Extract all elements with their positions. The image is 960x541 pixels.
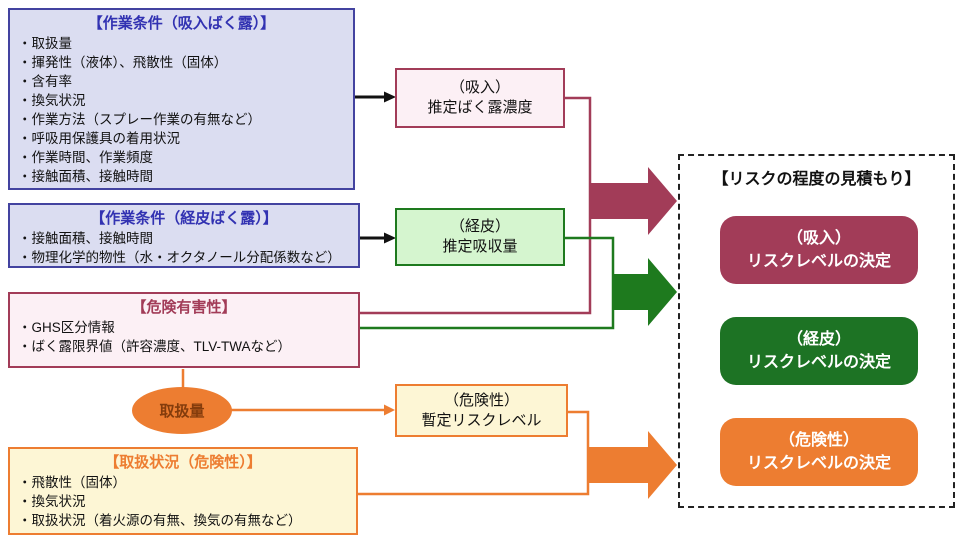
list-item: ・作業時間、作業頻度 <box>18 150 153 165</box>
result-line2: リスクレベルの決定 <box>746 455 891 472</box>
result-line1: （危険性） <box>778 432 859 449</box>
box-estimated-exposure-concentration: （吸入） 推定ばく露濃度 <box>395 68 565 128</box>
box-dermal-work-conditions: 【作業条件（経皮ばく露）】 ・接触面積、接触時間 ・物理化学的物性（水・オクタノ… <box>8 203 360 268</box>
result-line1: （吸入） <box>786 230 851 247</box>
result-inhalation-risk-level: （吸入） リスクレベルの決定 <box>720 216 918 284</box>
list-item: ・飛散性（固体） <box>18 475 126 490</box>
arrow-dermal-conditions-to-estimate <box>356 232 396 244</box>
list-item: ・呼吸用保護具の着用状況 <box>18 131 180 146</box>
result-dermal-risk-level: （経皮） リスクレベルの決定 <box>720 317 918 385</box>
list-item: ・揮発性（液体）、飛散性（固体） <box>18 55 228 70</box>
list-item: ・換気状況 <box>18 93 86 108</box>
proc-line2: 暫定リスクレベル <box>421 411 542 429</box>
block-arrow-danger-result <box>588 431 677 499</box>
proc-line1: （吸入） <box>449 79 510 96</box>
box-title: 【危険有害性】 <box>131 299 237 316</box>
box-title: 【取扱状況（危険性）】 <box>104 454 262 471</box>
panel-risk-estimation: 【リスクの程度の見積もり】 （吸入） リスクレベルの決定 （経皮） リスクレベル… <box>678 154 955 508</box>
result-line2: リスクレベルの決定 <box>746 354 891 371</box>
box-title: 【作業条件（経皮ばく露）】 <box>90 210 278 227</box>
result-line1: （経皮） <box>786 331 851 348</box>
proc-line1: （危険性） <box>443 391 519 409</box>
box-title: 【作業条件（吸入ばく露）】 <box>87 15 276 32</box>
block-arrow-dermal-result <box>613 258 677 326</box>
box-hazard-information: 【危険有害性】 ・GHS区分情報 ・ばく露限界値（許容濃度、TLV-TWAなど） <box>8 292 360 368</box>
proc-line2: 推定ばく露濃度 <box>427 99 533 116</box>
result-line2: リスクレベルの決定 <box>746 253 891 270</box>
list-item: ・取扱状況（着火源の有無、換気の有無など） <box>18 513 302 528</box>
ellipse-label: 取扱量 <box>159 403 205 420</box>
list-item: ・物理化学的物性（水・オクタノール分配係数など） <box>18 250 341 265</box>
list-item: ・GHS区分情報 <box>18 320 115 335</box>
arrow-inhalation-conditions-to-estimate <box>353 91 396 103</box>
list-item: ・取扱量 <box>18 36 72 51</box>
box-provisional-risk-level: （危険性） 暫定リスクレベル <box>395 384 568 437</box>
list-item: ・接触面積、接触時間 <box>18 231 153 246</box>
list-item: ・換気状況 <box>18 494 86 509</box>
box-estimated-absorbed-amount: （経皮） 推定吸収量 <box>395 208 565 266</box>
block-arrow-inhalation-result <box>590 167 677 235</box>
proc-line1: （経皮） <box>449 218 510 235</box>
result-danger-risk-level: （危険性） リスクレベルの決定 <box>720 418 918 486</box>
list-item: ・作業方法（スプレー作業の有無など） <box>18 112 261 127</box>
box-handling-conditions-danger: 【取扱状況（危険性）】 ・飛散性（固体） ・換気状況 ・取扱状況（着火源の有無、… <box>8 447 358 535</box>
arrow-ellipse-to-provisional-risk <box>231 404 395 416</box>
line-maroon-inhalation-network <box>360 96 592 315</box>
list-item: ・含有率 <box>18 74 72 89</box>
list-item: ・接触面積、接触時間 <box>18 169 153 184</box>
list-item: ・ばく露限界値（許容濃度、TLV-TWAなど） <box>18 339 291 354</box>
panel-title: 【リスクの程度の見積もり】 <box>712 171 921 188</box>
proc-line2: 推定吸収量 <box>442 238 518 255</box>
ellipse-handling-quantity: 取扱量 <box>132 387 232 434</box>
box-inhalation-work-conditions: 【作業条件（吸入ばく露）】 ・取扱量 ・揮発性（液体）、飛散性（固体） ・含有率… <box>8 8 355 190</box>
